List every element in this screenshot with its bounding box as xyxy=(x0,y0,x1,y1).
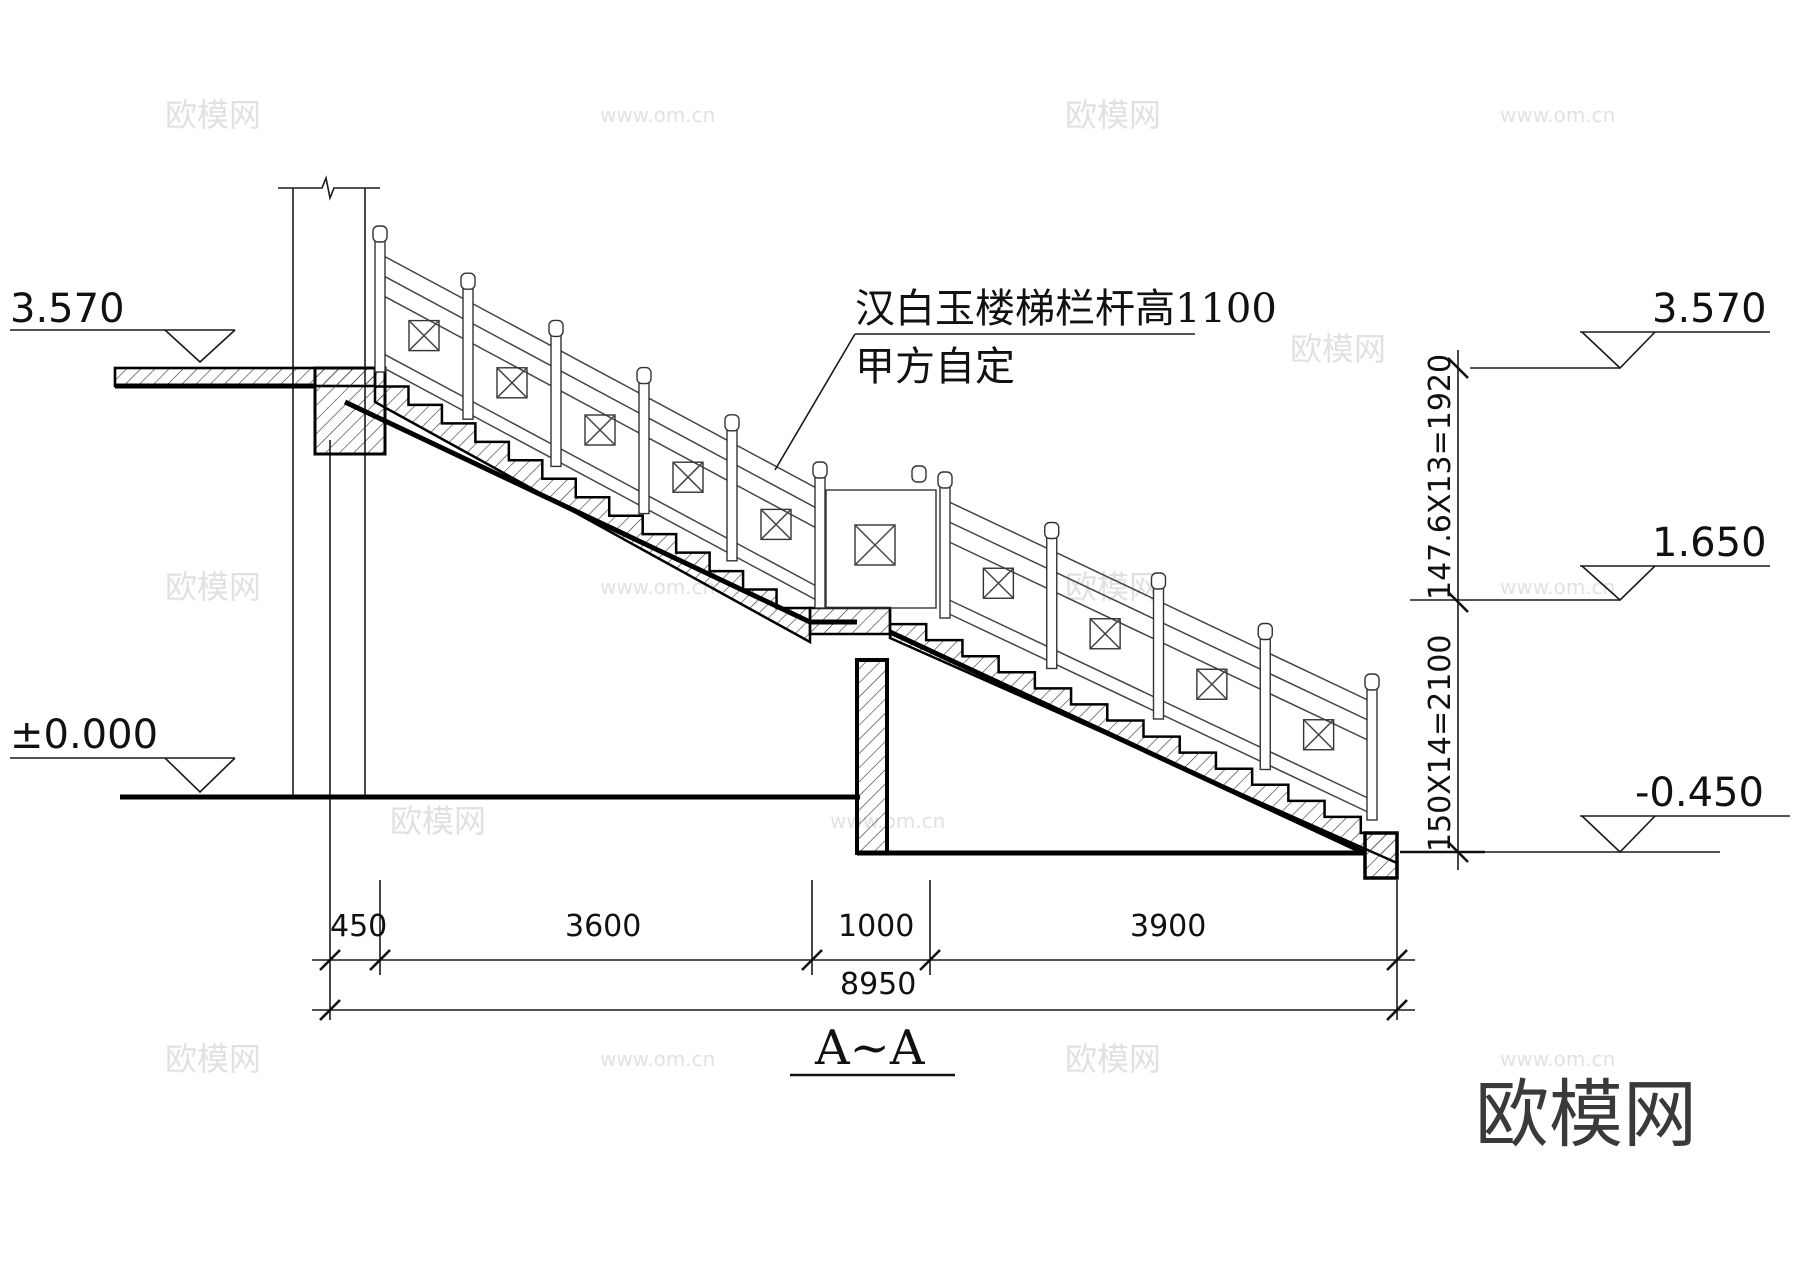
post-cap xyxy=(812,461,828,479)
baluster-post xyxy=(550,333,562,468)
annotation-line2: 甲方自定 xyxy=(855,344,1015,390)
watermark-brand: 欧模网 xyxy=(1290,330,1386,368)
stair-landing xyxy=(808,606,892,855)
watermark-logo: 欧模网 xyxy=(1475,1072,1697,1158)
baluster-post xyxy=(462,286,474,420)
dim-3600: 3600 xyxy=(565,909,641,944)
dim-8950: 8950 xyxy=(840,967,916,1002)
watermark-brand: 欧模网 xyxy=(1065,1040,1161,1078)
svg-text:-0.450: -0.450 xyxy=(1635,770,1764,816)
baluster-post xyxy=(1152,586,1165,720)
baluster-post xyxy=(374,239,386,373)
baluster-post xyxy=(1046,535,1058,670)
upper-stair-flight xyxy=(343,368,812,645)
elevation-right-mid: 1.650 xyxy=(1410,520,1770,602)
post-cap xyxy=(548,319,564,338)
post-cap xyxy=(372,225,388,243)
baluster-panel xyxy=(1089,618,1121,650)
baluster-panel xyxy=(1302,719,1335,751)
watermark-brand: 欧模网 xyxy=(165,568,261,606)
baluster-panel xyxy=(672,461,704,493)
watermark-url: www.om.cn xyxy=(600,1047,715,1071)
section-label: A~A xyxy=(814,1020,926,1076)
post-cap xyxy=(1044,521,1060,540)
baluster-post xyxy=(1259,636,1271,771)
vertical-dimension: 147.6X13=1920 150X14=2100 xyxy=(1423,350,1469,870)
lower-stair-flight xyxy=(857,608,1485,880)
landing-balustrade xyxy=(825,489,937,609)
annotation-leader xyxy=(774,333,856,471)
baluster-panel xyxy=(408,319,440,352)
baluster-post xyxy=(939,485,951,619)
svg-text:1.650: 1.650 xyxy=(1652,520,1767,566)
watermark-brand: 欧模网 xyxy=(165,96,261,134)
watermark-url: www.om.cn xyxy=(1500,1047,1615,1071)
baluster-post xyxy=(814,475,826,609)
baluster-post xyxy=(1366,687,1378,821)
elevation-left-top: 3.570 xyxy=(10,286,236,364)
watermark-url: www.om.cn xyxy=(600,103,715,127)
upper-floor-slab xyxy=(113,366,387,456)
horizontal-dimension: 450 3600 1000 3900 8950 xyxy=(312,880,1415,1021)
baluster-post xyxy=(726,428,738,562)
post-cap xyxy=(636,366,652,385)
watermark-url: www.om.cn xyxy=(1500,103,1615,127)
marble-balustrade xyxy=(372,225,1380,821)
annotation-line1: 汉白玉楼梯栏杆高1100 xyxy=(855,286,1277,332)
svg-text:3.570: 3.570 xyxy=(1652,286,1767,332)
post-cap xyxy=(1364,673,1380,691)
baluster-panel xyxy=(584,414,616,446)
baluster-panel xyxy=(982,567,1015,599)
post-cap xyxy=(1257,622,1273,641)
svg-text:3.570: 3.570 xyxy=(10,286,125,332)
svg-text:±0.000: ±0.000 xyxy=(10,712,158,758)
left-wall xyxy=(278,175,380,975)
dim-upper: 147.6X13=1920 xyxy=(1423,354,1458,600)
dim-3900: 3900 xyxy=(1130,909,1206,944)
elevation-right-top: 3.570 xyxy=(1470,286,1770,370)
watermark-brand: 欧模网 xyxy=(390,802,486,840)
baluster-panel xyxy=(1196,668,1228,700)
dim-lower: 150X14=2100 xyxy=(1423,635,1458,852)
baluster-panel xyxy=(496,367,528,399)
baluster-post xyxy=(638,380,650,515)
post-cap xyxy=(937,471,953,489)
dim-1000: 1000 xyxy=(838,909,914,944)
elevation-left-ground: ±0.000 xyxy=(10,712,236,794)
post-cap xyxy=(724,414,740,432)
watermark-url: www.om.cn xyxy=(1500,575,1615,599)
watermark-brand: 欧模网 xyxy=(1065,96,1161,134)
post-cap xyxy=(460,272,476,290)
baluster-panel xyxy=(760,508,792,541)
dim-450: 450 xyxy=(330,909,387,944)
post-cap xyxy=(1150,572,1167,590)
elevation-right-bottom: -0.450 xyxy=(1485,770,1790,854)
watermark-brand: 欧模网 xyxy=(165,1040,261,1078)
